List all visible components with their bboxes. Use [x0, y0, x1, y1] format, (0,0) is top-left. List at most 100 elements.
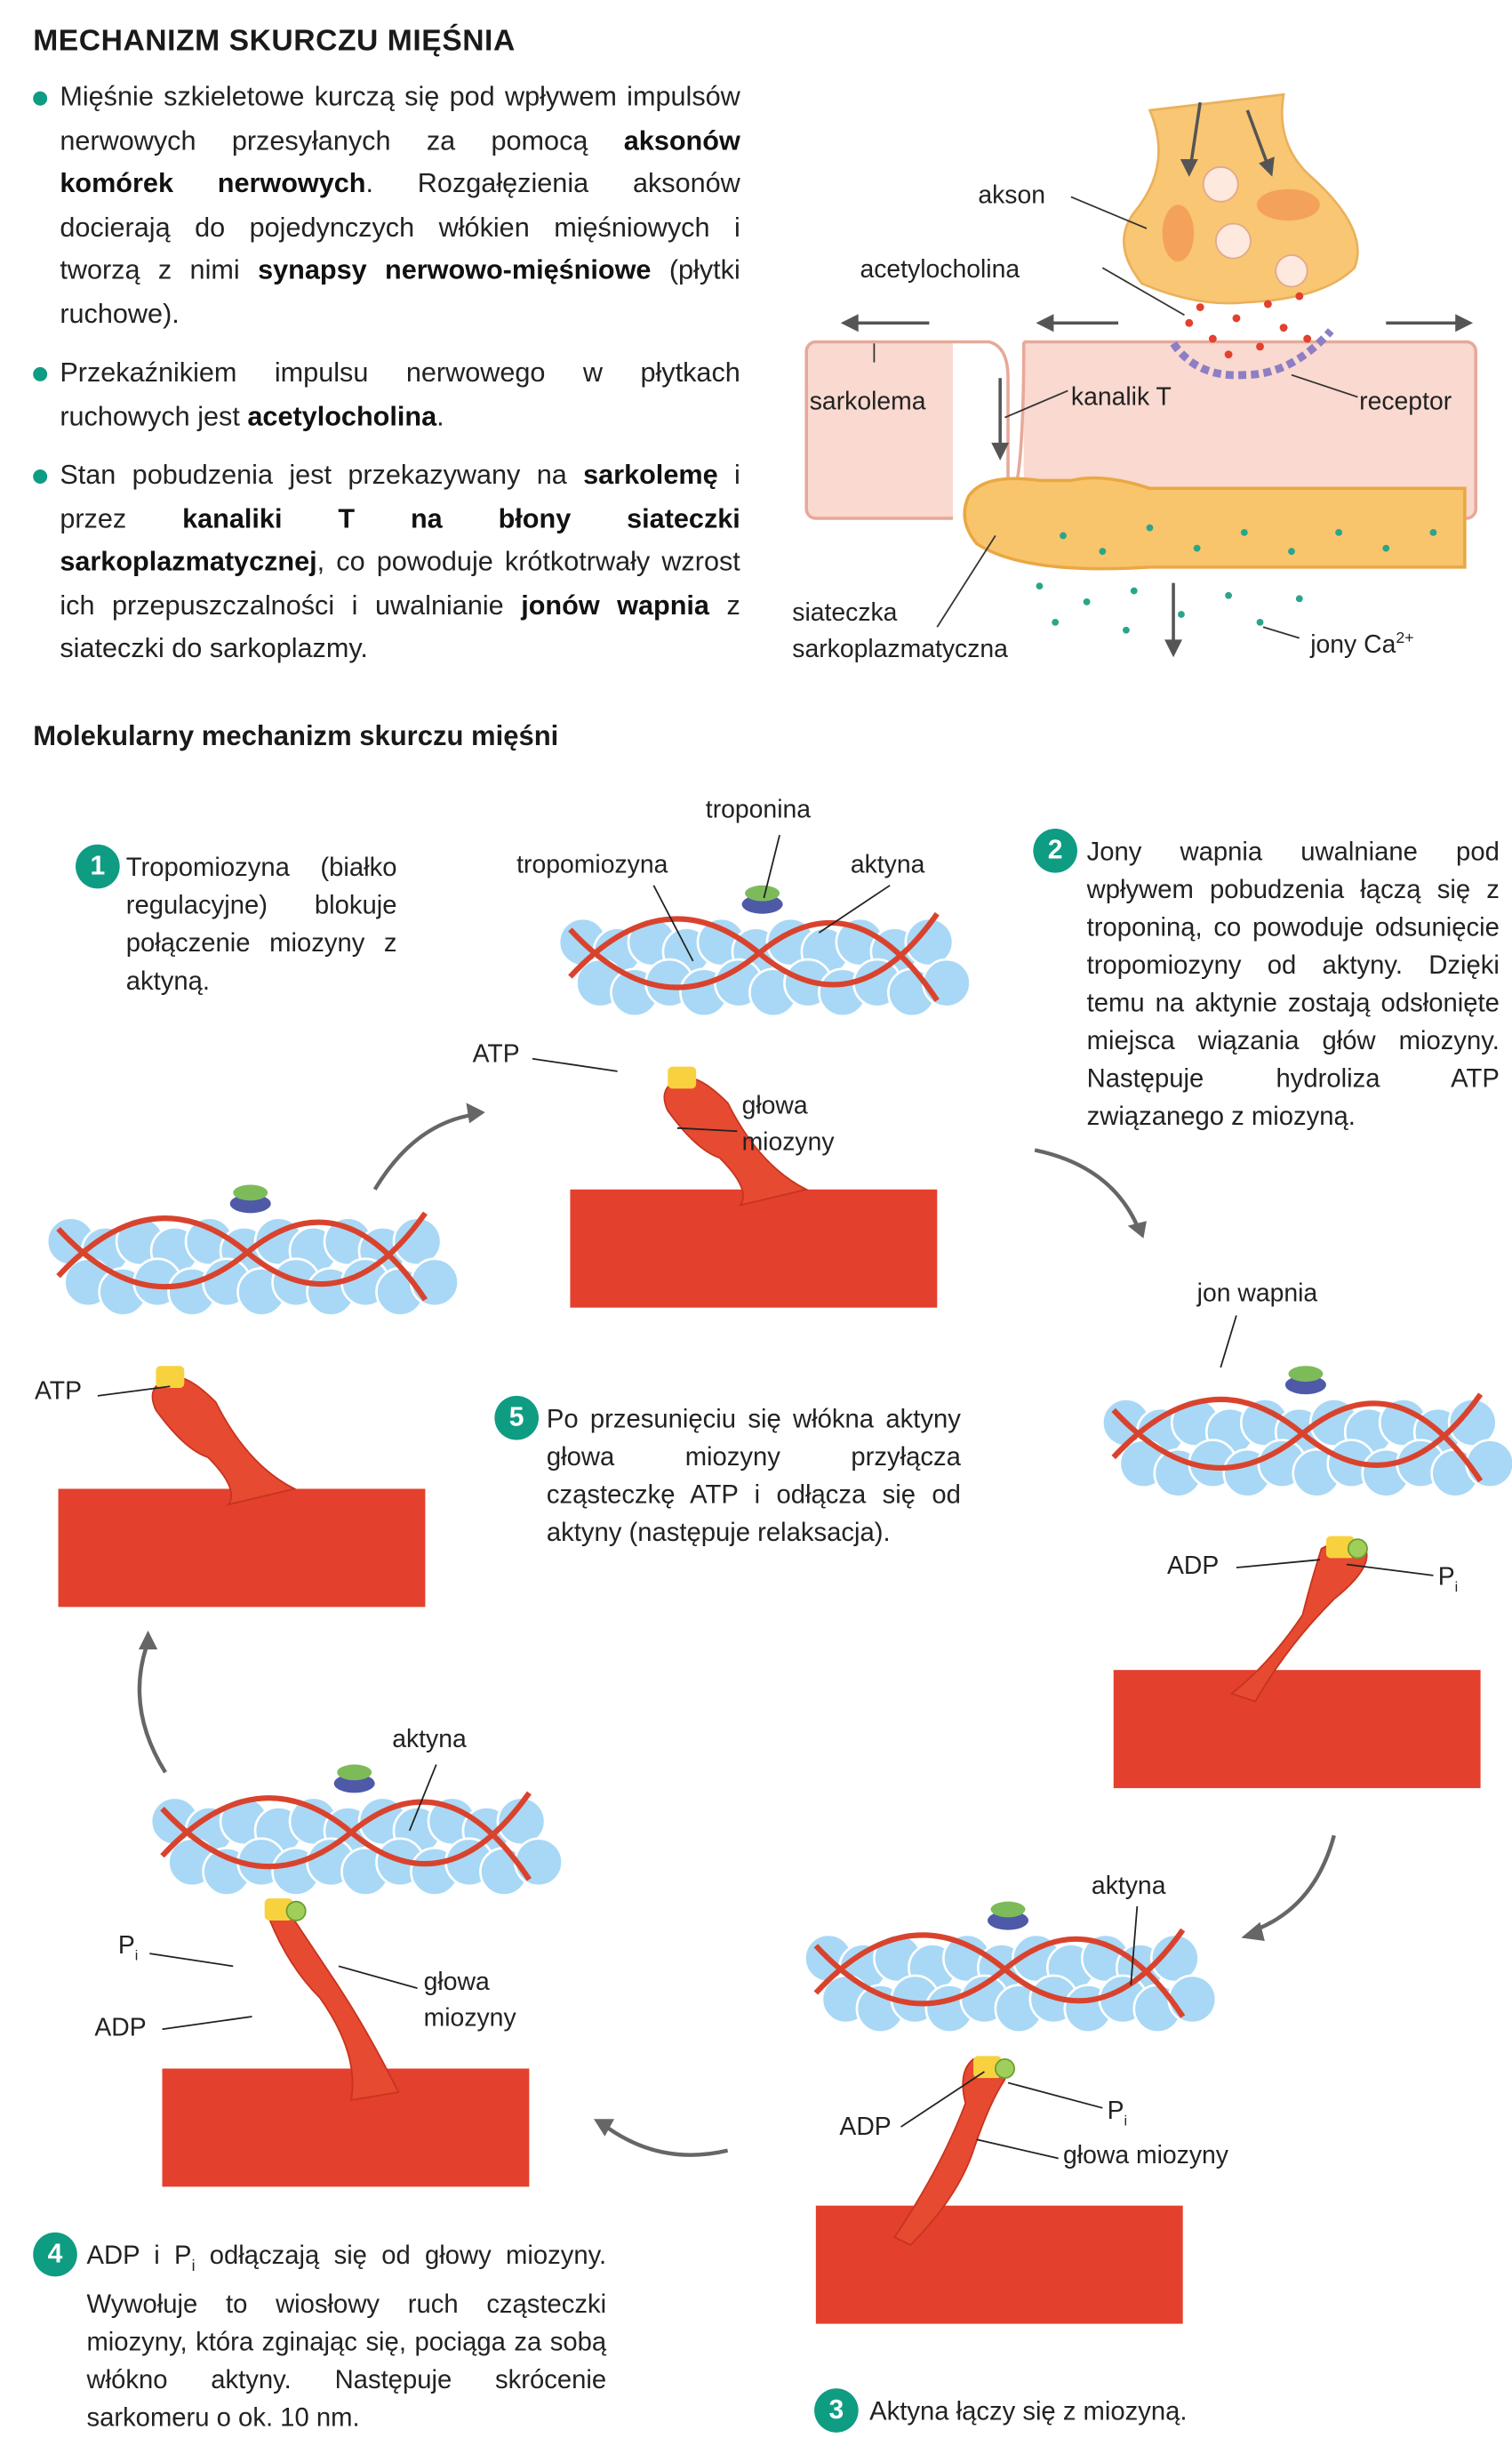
text-segment: , co powoduje krótkotrwa­ły wzrost ich p… — [60, 545, 740, 621]
myosin-thick-filament — [162, 2068, 530, 2187]
troponin-calcium-site — [745, 885, 780, 902]
bold-term: kanaliki T na błony siateczki sarkoplazm… — [60, 501, 740, 577]
illustration-bottom-right — [804, 1901, 1218, 2324]
bullet-text: Przekaźnikiem impulsu nerwowego w płytka… — [60, 356, 740, 430]
label-glowa: głowa — [741, 1093, 808, 1120]
bold-term: synapsy nerwo­wo-mięśniowe — [258, 253, 652, 285]
illustration-bottom-left — [149, 1764, 564, 2187]
text-segment: i przez — [60, 458, 740, 533]
step-1-badge: 1 — [76, 844, 120, 889]
bullet-dot — [33, 91, 48, 106]
ion-charge: 2+ — [1396, 630, 1414, 648]
label-tropomiozyna: tropomiozyna — [516, 852, 668, 879]
step-4-pre: ADP i P — [86, 2242, 192, 2271]
label-adp: ADP — [94, 2015, 147, 2042]
tropomyosin-strand — [813, 1936, 1186, 2018]
tropomyosin-strand — [56, 1219, 428, 1302]
bullet-dot — [33, 366, 48, 381]
synapse-diagram — [804, 92, 1478, 658]
pi-sub: i — [1454, 1578, 1459, 1595]
label-kanalik-t: kanalik T — [1070, 384, 1172, 412]
step-3-badge: 3 — [814, 2388, 859, 2433]
label-atp: ATP — [472, 1041, 520, 1069]
text-segment: Mięśnie szkieletowe kurczą się pod wpływ… — [60, 80, 740, 156]
text-segment: (płytki ruchowe). — [60, 253, 740, 329]
step-1-text: Tropomiozyna (biał­ko regulacyjne) blo­k… — [125, 854, 397, 996]
label-sarkolema: sarkolema — [809, 389, 926, 416]
label-aktyna: aktyna — [850, 852, 925, 879]
actin-filament — [557, 917, 972, 1018]
pi-sub: i — [134, 1947, 139, 1964]
atp-molecule — [1325, 1536, 1355, 1559]
label-akson: akson — [978, 182, 1046, 210]
text-segment: Przekaźnikiem impulsu nerwowego w płytka… — [60, 356, 740, 431]
troponin-calcium-site — [233, 1184, 268, 1201]
bullet-1: Mięśnie szkieletowe kurczą się pod wpływ… — [33, 76, 740, 335]
atp-molecule — [264, 1898, 293, 1921]
label-miozyny: miozyny — [741, 1129, 835, 1157]
illustration-right — [1101, 1366, 1512, 1789]
pi-text: P — [1437, 1564, 1455, 1592]
atp-molecule — [973, 2056, 1002, 2079]
myosin-thick-filament — [58, 1488, 426, 1608]
label-jony-ca: jony Ca2+ — [1310, 624, 1413, 662]
text-segment: z siateczki do sarkoplazmy. — [60, 588, 740, 663]
text-segment: Stan pobudzenia jest przekazywany na — [60, 458, 584, 491]
step-4-badge: 4 — [33, 2232, 77, 2277]
step-4-sub: i — [191, 2258, 196, 2276]
phosphate-molecule — [285, 1900, 307, 1921]
myosin-thick-filament — [815, 2205, 1183, 2324]
step-4-text: ADP i Pi odłączają się od głowy miozyny.… — [86, 2237, 606, 2438]
illustration-left — [45, 1184, 460, 1608]
step-2-badge: 2 — [1033, 829, 1077, 873]
label-pi: Pi — [118, 1931, 138, 1971]
tropomyosin-strand — [160, 1799, 532, 1881]
label-miozyny: miozyny — [423, 2005, 516, 2033]
label-glowa-miozyny: głowa miozyny — [1063, 2142, 1228, 2169]
ion-text: jony Ca — [1310, 632, 1396, 660]
arrow-5-to-1 — [372, 1113, 470, 1191]
arrow-2-to-3 — [1254, 1834, 1336, 1932]
step-5-text: Po przesunięciu się włókna ak­tyny głowa… — [546, 1405, 961, 1548]
bullet-text: Stan pobudzenia jest przekazywany na sar… — [60, 459, 740, 663]
text-segment: . — [436, 399, 444, 431]
pi-sub: i — [1124, 2113, 1128, 2129]
illustration-top — [557, 885, 972, 1308]
label-pi: Pi — [1438, 1563, 1458, 1603]
pi-text: P — [1107, 2098, 1124, 2126]
section-subtitle: Molekularny mechanizm skurczu mięśni — [33, 719, 559, 752]
label-glowa: głowa — [423, 1969, 490, 1996]
label-adp: ADP — [1166, 1553, 1220, 1581]
bullet-dot — [33, 469, 48, 484]
label-receptor: receptor — [1359, 389, 1452, 416]
label-sarkoplazmatyczna: sarkoplazmatyczna — [792, 636, 1008, 663]
bold-term: acetylocholina — [247, 399, 437, 431]
label-aktyna: aktyna — [392, 1727, 467, 1754]
arrow-3-to-4 — [604, 2125, 729, 2157]
myosin-head — [663, 1077, 809, 1207]
arrow-4-to-5 — [137, 1645, 167, 1774]
troponin-calcium-site — [990, 1901, 1026, 1918]
label-pi: Pi — [1108, 2097, 1127, 2137]
step-3-text: Aktyna łączy się z miozyną. — [869, 2397, 1188, 2426]
myosin-thick-filament — [570, 1189, 938, 1308]
atp-molecule — [668, 1066, 697, 1089]
step-5-badge: 5 — [494, 1395, 539, 1440]
label-siateczka: siateczka — [792, 600, 898, 628]
atp-molecule — [156, 1366, 185, 1389]
label-atp: ATP — [34, 1378, 83, 1406]
bullet-2: Przekaźnikiem impulsu nerwowego w płytka… — [33, 351, 740, 437]
label-aktyna: aktyna — [1091, 1873, 1166, 1900]
step-2-text: Jony wapnia uwalniane pod wpływem pobudz… — [1086, 838, 1500, 1132]
myosin-thick-filament — [1113, 1670, 1481, 1789]
text-segment: . Rozgałęzienia aksonów docierają do poj… — [60, 166, 740, 285]
label-acetylocholina: acetylocholina — [860, 256, 1020, 284]
bold-term: jonów wapnia — [521, 588, 709, 621]
page-title: MECHANIZM SKURCZU MIĘŚNIA — [33, 25, 516, 59]
arrow-1-to-2 — [1034, 1148, 1140, 1227]
phosphate-molecule — [1347, 1538, 1368, 1560]
phosphate-molecule — [994, 2057, 1015, 2080]
